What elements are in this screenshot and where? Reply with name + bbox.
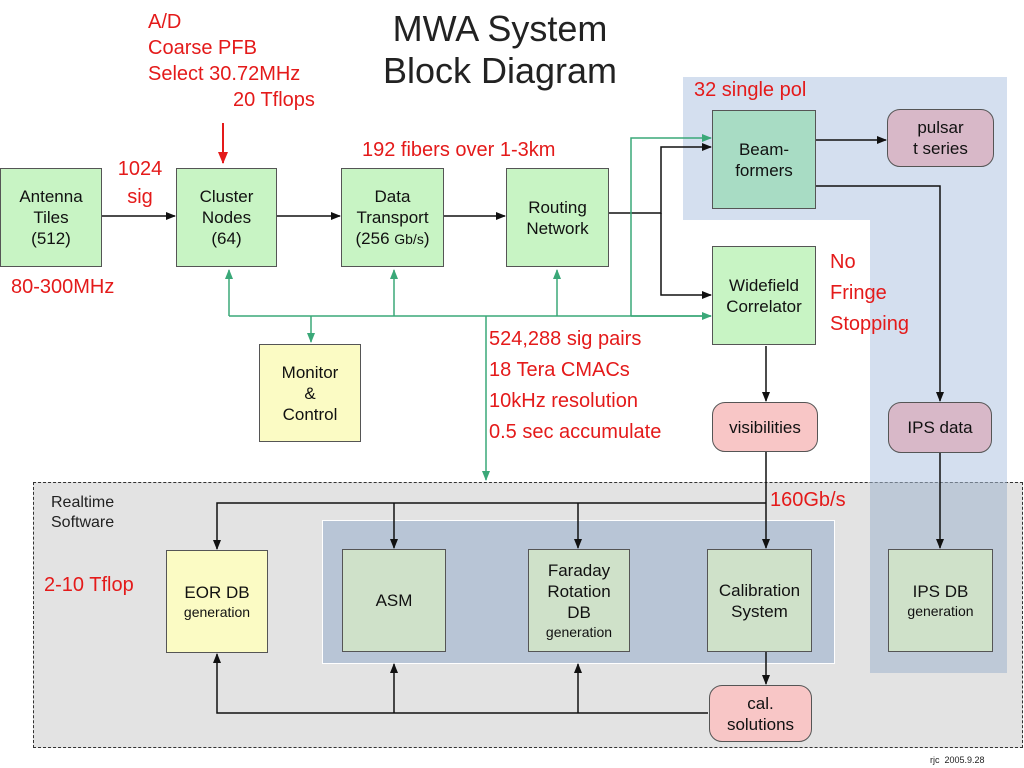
diagram-title: MWA System Block Diagram <box>350 8 650 92</box>
correlator-stats-annotation: 524,288 sig pairs 18 Tera CMACs 10kHz re… <box>489 324 661 448</box>
visibilities-block: visibilities <box>712 402 818 452</box>
widefield-correlator-block: Widefield Correlator <box>712 246 816 345</box>
fibers-annotation: 192 fibers over 1-3km <box>362 139 556 161</box>
pulsar-line-2: t series <box>913 139 968 158</box>
realtime-software-label: Realtime Software <box>51 493 114 533</box>
cluster-line-1: Cluster <box>199 187 254 206</box>
realtime-software-line-2: Software <box>51 514 115 531</box>
calibration-line-1: Calibration <box>718 580 801 600</box>
monitor-line-2: & <box>304 383 316 403</box>
faraday-line-4: generation <box>545 623 613 640</box>
transport-rate-unit: Gb/s <box>394 231 424 247</box>
monitor-line-3: Control <box>282 404 338 424</box>
faraday-rotation-block: Faraday Rotation DB generation <box>528 549 630 652</box>
ips-db-line-2: generation <box>907 602 974 619</box>
sig1024-annotation: 1024 sig <box>108 155 172 211</box>
antenna-line-1: Antenna <box>19 187 83 206</box>
routing-network-block: Routing Network <box>506 168 609 267</box>
beamformers-line-1: Beam- <box>738 139 790 159</box>
eor-db-generation-block: EOR DB generation <box>166 550 268 653</box>
adc-line-2: Coarse PFB <box>148 37 257 59</box>
transport-line-1: Data <box>374 187 411 206</box>
transport-line-3: (256 Gb/s) <box>356 228 430 249</box>
transport-rate-close: ) <box>423 229 430 248</box>
cal-solutions-block: cal. solutions <box>709 685 812 742</box>
single-pol-annotation: 32 single pol <box>694 79 807 101</box>
transport-rate-open: (256 <box>355 229 395 248</box>
correlator-line-1: Widefield <box>729 275 799 295</box>
eor-db-line-2: generation <box>183 603 251 620</box>
correlator-stat-1: 524,288 sig pairs <box>489 328 642 350</box>
bandwidth-annotation: 160Gb/s <box>770 489 846 511</box>
asm-label: ASM <box>375 591 413 610</box>
correlator-stat-3: 10kHz resolution <box>489 390 638 412</box>
cluster-line-3: (64) <box>211 229 242 248</box>
title-line-1: MWA System <box>392 8 608 49</box>
author-date-signature: rjc 2005.9.28 <box>930 755 985 765</box>
routing-line-2: Network <box>526 218 589 238</box>
sig1024-line-1: 1024 <box>117 158 163 180</box>
ips-db-generation-block: IPS DB generation <box>888 549 993 652</box>
no-fringe-annotation: No Fringe Stopping <box>830 247 909 340</box>
data-transport-block: Data Transport (256 Gb/s) <box>341 168 444 267</box>
pulsar-series-block: pulsar t series <box>887 109 994 167</box>
no-fringe-line-1: No <box>830 251 856 273</box>
correlator-line-2: Correlator <box>726 296 802 316</box>
adc-line-1: A/D <box>148 11 182 33</box>
monitor-control-block: Monitor & Control <box>259 344 361 442</box>
ips-db-line-1: IPS DB <box>912 581 969 601</box>
routing-line-1: Routing <box>528 197 587 217</box>
monitor-line-1: Monitor <box>281 362 339 382</box>
beamformers-line-2: formers <box>735 160 793 180</box>
cluster-nodes-block: Cluster Nodes (64) <box>176 168 277 267</box>
eor-flops-annotation: 2-10 Tflop <box>44 574 134 596</box>
correlator-stat-4: 0.5 sec accumulate <box>489 421 662 443</box>
correlator-stat-2: 18 Tera CMACs <box>489 359 630 381</box>
realtime-software-line-1: Realtime <box>51 494 115 511</box>
pulsar-line-1: pulsar <box>917 118 964 137</box>
faraday-line-3: DB <box>567 602 591 622</box>
faraday-line-1: Faraday <box>547 560 611 580</box>
cal-solutions-line-1: cal. <box>747 693 774 713</box>
sig1024-line-2: sig <box>127 186 153 208</box>
adc-annotation: A/D Coarse PFB Select 30.72MHz 20 Tflops <box>148 9 315 113</box>
antenna-tiles-block: Antenna Tiles (512) <box>0 168 102 267</box>
ips-data-block: IPS data <box>888 402 992 453</box>
calibration-line-2: System <box>731 601 788 621</box>
frequency-range-label: 80-300MHz <box>11 276 115 298</box>
cluster-line-2: Nodes <box>201 208 252 227</box>
faraday-line-2: Rotation <box>547 581 611 601</box>
antenna-line-2: Tiles <box>33 208 69 227</box>
eor-db-line-1: EOR DB <box>184 582 250 602</box>
ips-data-label: IPS data <box>907 418 973 437</box>
adc-line-4: 20 Tflops <box>233 89 315 111</box>
asm-block: ASM <box>342 549 446 652</box>
cal-solutions-line-2: solutions <box>726 714 795 734</box>
title-line-2: Block Diagram <box>382 50 618 91</box>
beamformers-block: Beam- formers <box>712 110 816 209</box>
adc-line-3: Select 30.72MHz <box>148 63 301 85</box>
visibilities-label: visibilities <box>729 417 801 437</box>
no-fringe-line-3: Stopping <box>830 313 909 335</box>
transport-line-2: Transport <box>356 208 429 227</box>
no-fringe-line-2: Fringe <box>830 282 887 304</box>
calibration-system-block: Calibration System <box>707 549 812 652</box>
antenna-line-3: (512) <box>31 229 71 248</box>
